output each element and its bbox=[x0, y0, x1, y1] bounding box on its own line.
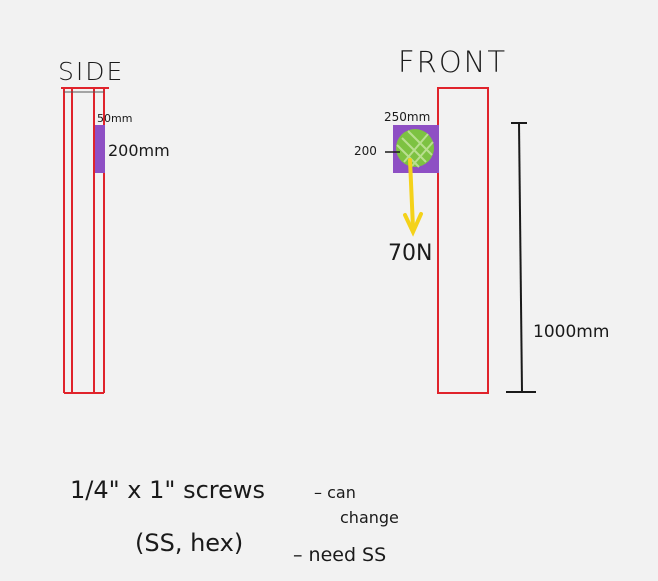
can-change-note-line-1: – can bbox=[314, 483, 356, 502]
front-plate-width-label: 250mm bbox=[384, 110, 430, 124]
post-height-label: 1000mm bbox=[533, 322, 609, 342]
can-change-note-line-2: change bbox=[340, 508, 399, 527]
need-ss-note: – need SS bbox=[293, 544, 386, 566]
material-note: (SS, hex) bbox=[135, 529, 243, 557]
side-plate-height-label: 200mm bbox=[108, 141, 170, 160]
force-arrow bbox=[403, 158, 423, 237]
side-mounting-plate bbox=[95, 125, 105, 173]
front-view-title: FRONT bbox=[398, 45, 507, 79]
height-dimension-line bbox=[506, 122, 536, 393]
screws-note: 1/4" x 1" screws bbox=[70, 476, 265, 504]
force-label: 70N bbox=[388, 241, 432, 266]
grate-icon bbox=[396, 129, 434, 168]
front-plate-height-label: 200 bbox=[354, 144, 377, 158]
side-view-title: SIDE bbox=[58, 57, 124, 86]
front-post bbox=[437, 87, 489, 394]
side-plate-thickness-label: 50mm bbox=[97, 112, 132, 125]
